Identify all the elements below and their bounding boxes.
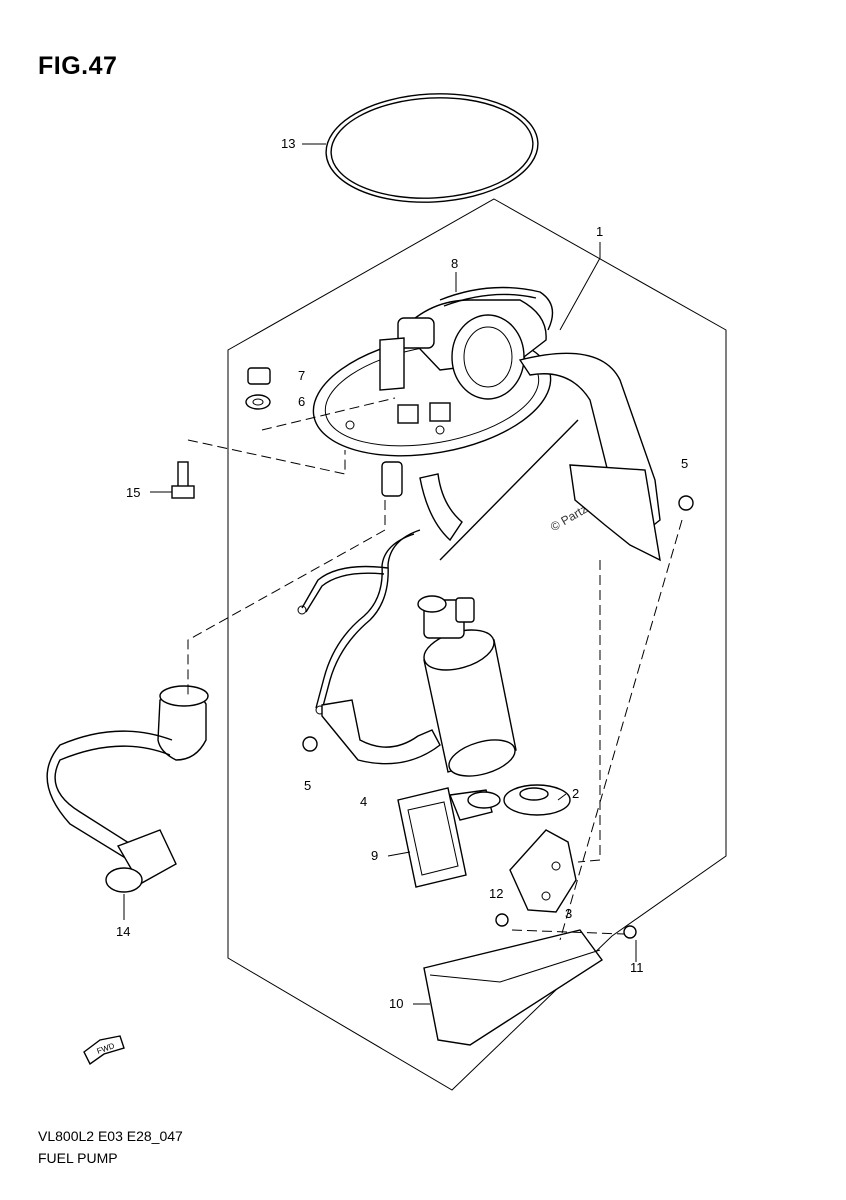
figure-code: VL800L2 E03 E28_047: [38, 1128, 183, 1144]
pressure-regulator-8[interactable]: [379, 286, 554, 400]
callout-13: 13: [281, 136, 295, 151]
callout-11: 11: [630, 960, 644, 975]
callout-7: 7: [298, 368, 305, 383]
callout-1: 1: [596, 224, 603, 239]
callout-5-lower: 5: [304, 778, 311, 793]
screw-5-upper[interactable]: [678, 495, 694, 511]
nut-7[interactable]: [247, 367, 271, 385]
callout-3: 3: [565, 906, 572, 921]
callout-12: 12: [489, 886, 503, 901]
screw-12[interactable]: [495, 913, 509, 927]
callout-8: 8: [451, 256, 458, 271]
callout-10: 10: [389, 996, 403, 1011]
callout-9: 9: [371, 848, 378, 863]
fuel-return-hose[interactable]: [439, 352, 661, 562]
fuel-filter-9[interactable]: [397, 787, 501, 888]
leader-lines: [123, 143, 637, 1005]
callout-4: 4: [360, 794, 367, 809]
figure-name: FUEL PUMP: [38, 1150, 118, 1166]
callout-6: 6: [298, 394, 305, 409]
figure-title: FIG.47: [38, 52, 118, 80]
fuel-pump-4[interactable]: [417, 595, 519, 783]
callout-15: 15: [126, 485, 140, 500]
pump-cushion-2[interactable]: [503, 784, 571, 816]
reference-lines: [187, 397, 683, 941]
plate-hose-connector[interactable]: [381, 461, 463, 542]
assembly-outline-1: [227, 198, 727, 1091]
forward-arrow-icon: FWD: [83, 1035, 125, 1066]
screw-11[interactable]: [623, 925, 637, 939]
wiring-harness[interactable]: [297, 529, 421, 715]
fuel-hose-14[interactable]: [46, 685, 209, 893]
pump-cover-10[interactable]: [423, 929, 604, 1046]
callout-5-upper: 5: [681, 456, 688, 471]
callout-14: 14: [116, 924, 130, 939]
callout-2: 2: [572, 786, 579, 801]
washer-6[interactable]: [245, 394, 271, 410]
bolt-15[interactable]: [171, 461, 195, 499]
bracket-3[interactable]: [509, 829, 577, 913]
pump-bracket[interactable]: [302, 699, 441, 765]
o-ring-13[interactable]: [323, 89, 540, 208]
